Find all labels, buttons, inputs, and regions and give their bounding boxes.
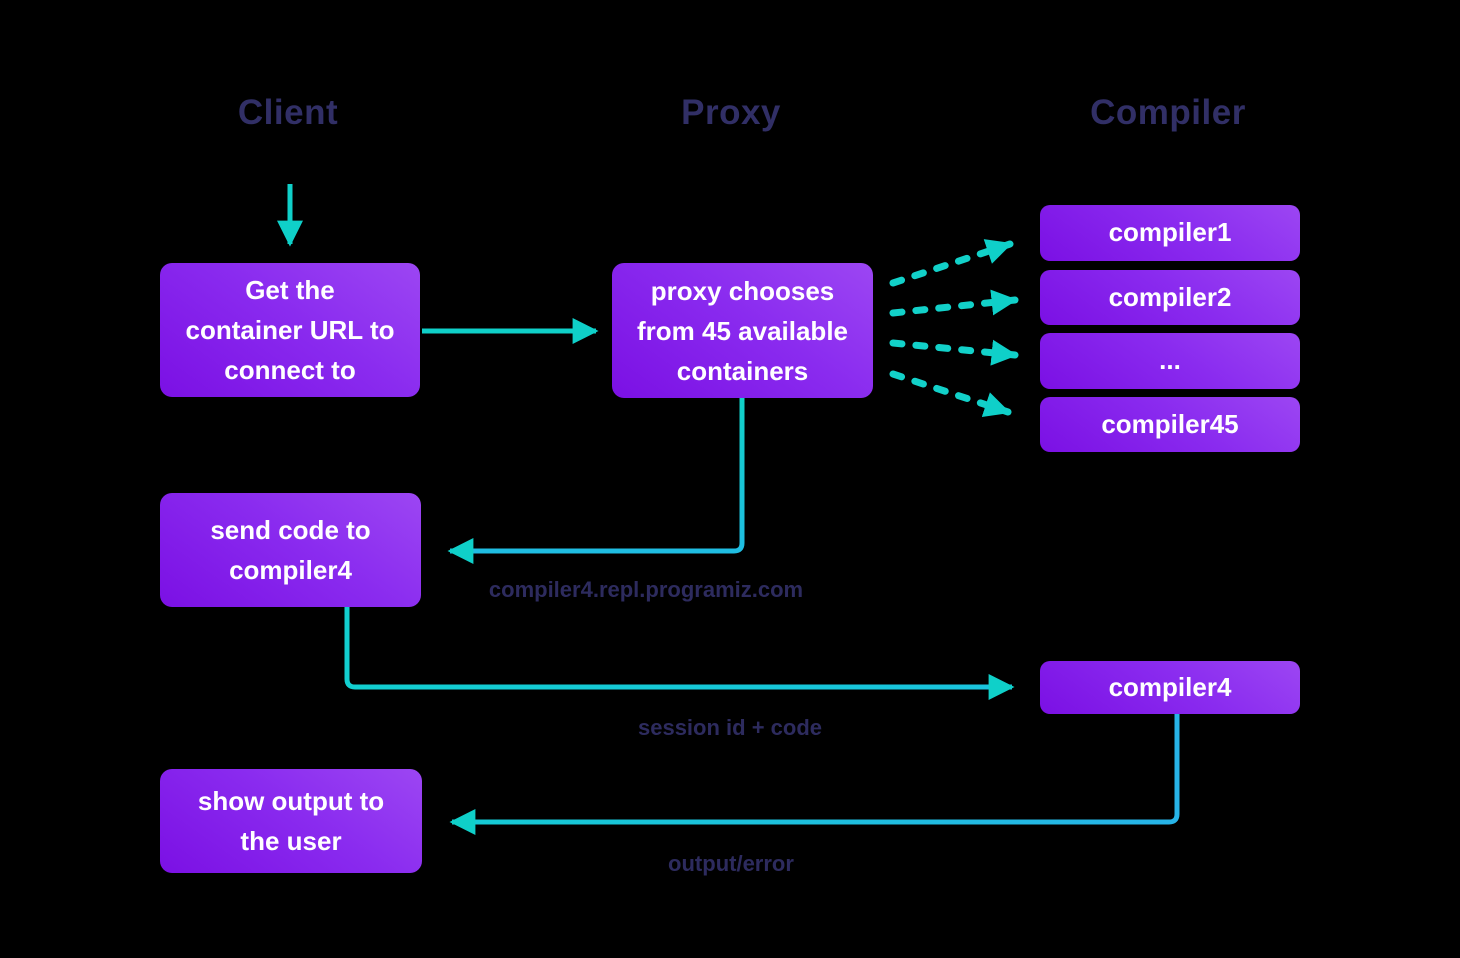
arrow-proxy-to-sendcode [447, 398, 745, 564]
node-compiler2: compiler2 [1040, 270, 1300, 325]
label-container-url: compiler4.repl.programiz.com [488, 577, 804, 602]
arrow-proxy-to-compiler45-dashed [889, 370, 1012, 418]
node-compiler45: compiler45 [1040, 397, 1300, 452]
arrow-sendcode-to-compiler4 [344, 607, 1015, 700]
heading-compiler: Compiler [1090, 93, 1246, 132]
node-compiler4: compiler4 [1040, 661, 1300, 714]
node-get-container-url: Get the container URL to connect to [160, 263, 420, 397]
label-output-error: output/error [668, 851, 794, 876]
arrow-proxy-to-compiler2-dashed [889, 289, 1019, 317]
node-compiler-dots: ... [1040, 333, 1300, 389]
label-session-id-code: session id + code [637, 715, 823, 740]
heading-client: Client [237, 93, 339, 132]
arrow-proxy-to-compiler1-dashed [889, 239, 1014, 287]
node-compiler1: compiler1 [1040, 205, 1300, 261]
heading-proxy: Proxy [681, 93, 781, 132]
node-proxy-chooses: proxy chooses from 45 available containe… [612, 263, 873, 398]
node-show-output: show output to the user [160, 769, 422, 873]
node-send-code: send code to compiler4 [160, 493, 421, 607]
arrow-proxy-to-dots-dashed [889, 339, 1019, 366]
